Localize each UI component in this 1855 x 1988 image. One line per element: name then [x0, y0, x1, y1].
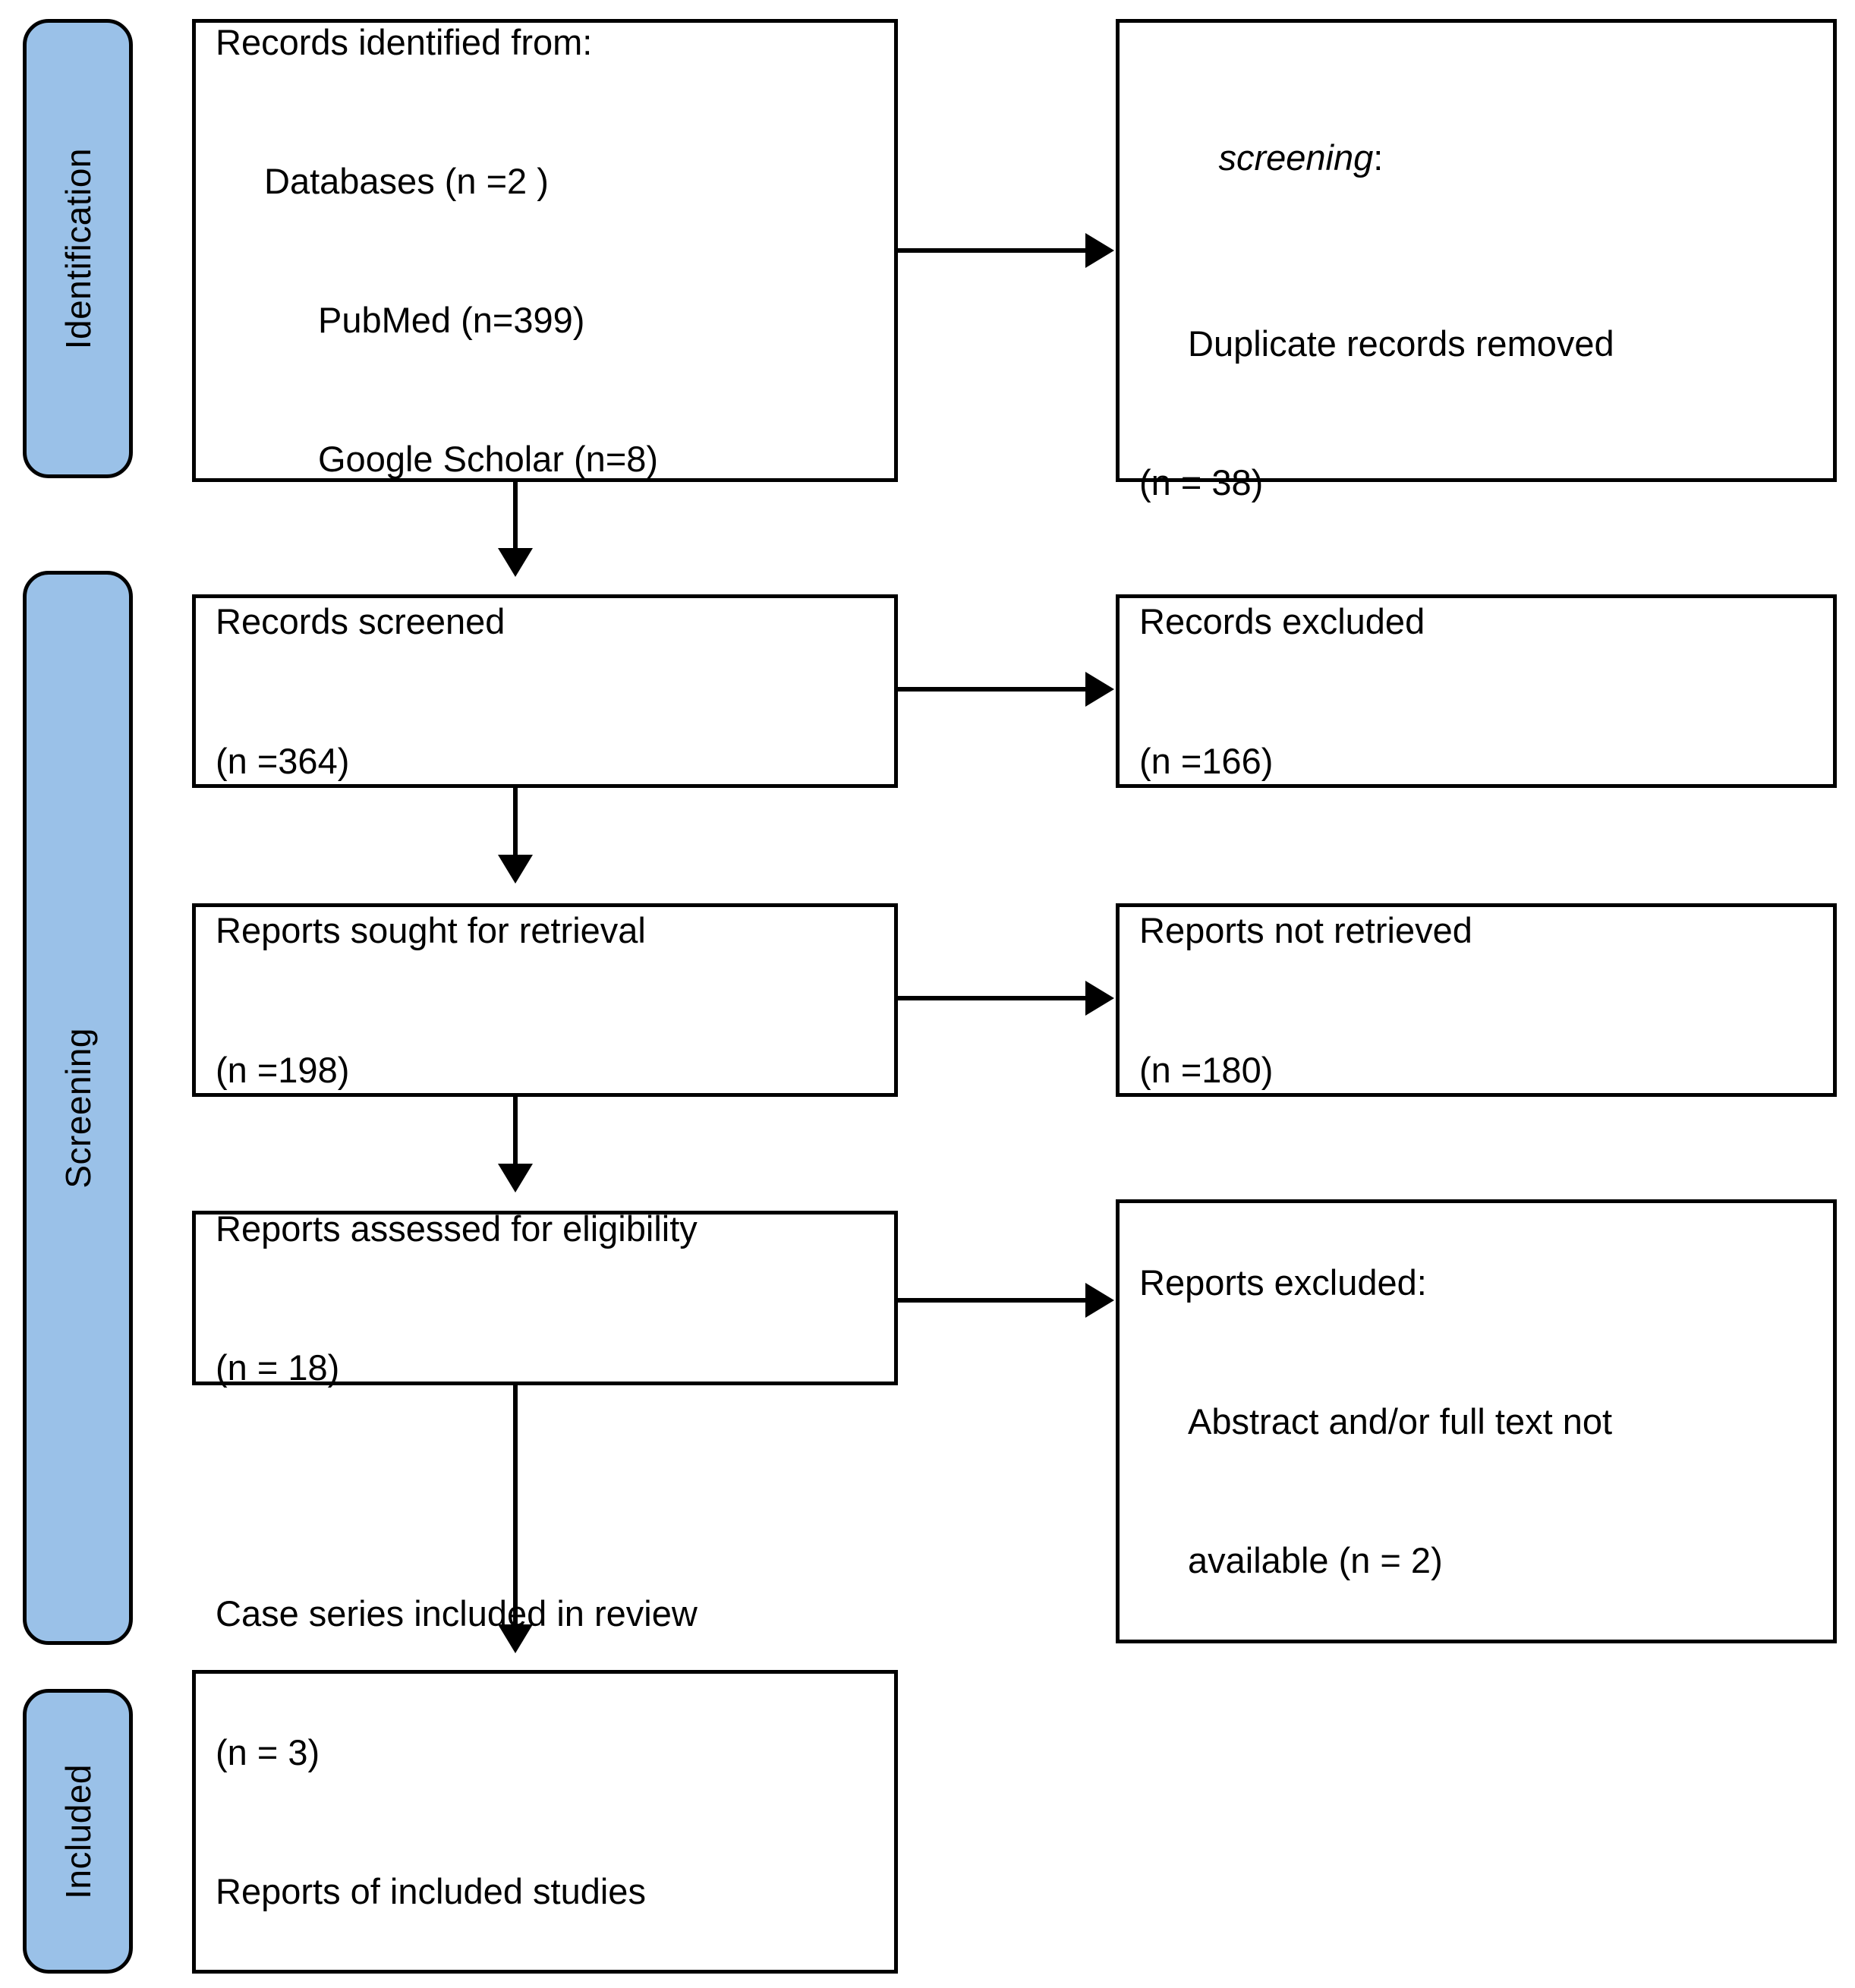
node-reports-excluded: Reports excluded: Abstract and/or full t… — [1116, 1199, 1837, 1643]
node-reports-assessed-for-eligibility: Reports assessed for eligibility (n = 18… — [192, 1208, 898, 1388]
records-removed-line4: (n = 38) — [1139, 462, 1264, 503]
arrowhead-screened-to-excluded — [1085, 672, 1114, 707]
reports-excluded-line2: Abstract and/or full text not — [1188, 1400, 1613, 1441]
records-identified-line3: PubMed (n=399) — [318, 300, 585, 341]
reports-not-retrieved-line2: (n =180) — [1139, 1049, 1274, 1090]
studies-included-line3: Reports of included studies — [216, 1871, 646, 1912]
node-records-screened: Records screened (n =364) — [192, 594, 898, 788]
phase-bar-screening: Screening — [23, 571, 133, 1645]
connector-screened-to-excluded — [898, 687, 1088, 692]
records-removed-line2-plain: : — [1373, 137, 1384, 178]
connector-assessed-to-included — [513, 1385, 518, 1632]
connector-sought-to-assessed — [513, 1097, 518, 1173]
node-studies-included: Case series included in review (n = 3) R… — [192, 1593, 898, 1974]
phase-bar-identification: Identification — [23, 19, 133, 478]
reports-assessed-line1: Reports assessed for eligibility — [216, 1208, 698, 1249]
node-reports-not-retrieved: Reports not retrieved (n =180) — [1116, 903, 1837, 1097]
phase-bar-included: Included — [23, 1689, 133, 1974]
arrowhead-screened-to-sought — [498, 855, 533, 884]
arrowhead-assessed-to-included — [498, 1624, 533, 1653]
records-screened-line2: (n =364) — [216, 740, 350, 781]
phase-label-identification: Identification — [58, 147, 98, 350]
phase-label-screening: Screening — [58, 1027, 98, 1189]
connector-identified-to-removed — [898, 248, 1088, 253]
records-identified-line4: Google Scholar (n=8) — [318, 439, 659, 480]
reports-excluded-line1: Reports excluded: — [1139, 1262, 1427, 1303]
node-records-excluded: Records excluded (n =166) — [1116, 594, 1837, 788]
records-excluded-line2: (n =166) — [1139, 740, 1274, 781]
reports-excluded-line3: available (n = 2) — [1188, 1540, 1443, 1581]
records-screened-line1: Records screened — [216, 601, 505, 642]
studies-included-line1: Case series included in review — [216, 1593, 698, 1634]
arrowhead-identified-to-screened — [498, 548, 533, 577]
connector-identified-to-screened — [513, 482, 518, 569]
node-reports-sought-for-retrieval: Reports sought for retrieval (n =198) — [192, 903, 898, 1097]
arrowhead-sought-to-assessed — [498, 1164, 533, 1192]
records-identified-line2: Databases (n =2 ) — [264, 160, 549, 201]
reports-assessed-line2: (n = 18) — [216, 1347, 340, 1388]
connector-sought-to-not-retrieved — [898, 996, 1088, 1000]
records-identified-line1: Records identified from: — [216, 21, 593, 62]
reports-sought-line1: Reports sought for retrieval — [216, 910, 646, 951]
studies-included-line2: (n = 3) — [216, 1731, 320, 1772]
records-removed-line3: Duplicate records removed — [1188, 323, 1614, 364]
arrowhead-identified-to-removed — [1085, 233, 1114, 268]
connector-screened-to-sought — [513, 788, 518, 864]
node-records-identified: Records identified from: Databases (n =2… — [192, 19, 898, 482]
phase-label-included: Included — [58, 1763, 98, 1899]
arrowhead-sought-to-not-retrieved — [1085, 981, 1114, 1016]
records-excluded-line1: Records excluded — [1139, 601, 1425, 642]
records-removed-line2-italic: screening — [1218, 137, 1374, 178]
connector-assessed-to-reports-excluded — [898, 1298, 1088, 1303]
node-records-removed-before-screening: Records removed before screening: Duplic… — [1116, 19, 1837, 641]
reports-not-retrieved-line1: Reports not retrieved — [1139, 910, 1472, 951]
reports-sought-line2: (n =198) — [216, 1049, 350, 1090]
arrowhead-assessed-to-reports-excluded — [1085, 1283, 1114, 1318]
